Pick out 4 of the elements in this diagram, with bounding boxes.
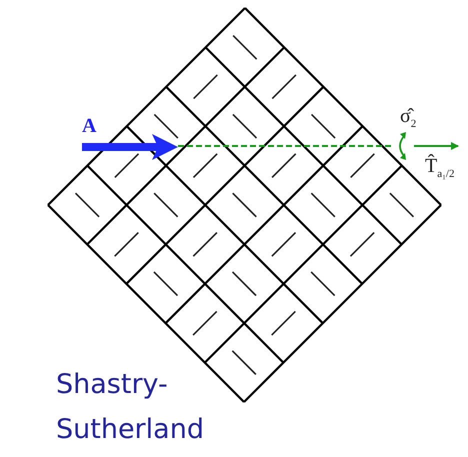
symbol-label: T̂$_{a₁/2}$ <box>425 156 454 180</box>
symbol-label: A <box>82 116 96 136</box>
caption: Shastry- Sutherland <box>56 368 205 447</box>
symbol-label: σ̂$_{2}$ <box>400 106 416 130</box>
